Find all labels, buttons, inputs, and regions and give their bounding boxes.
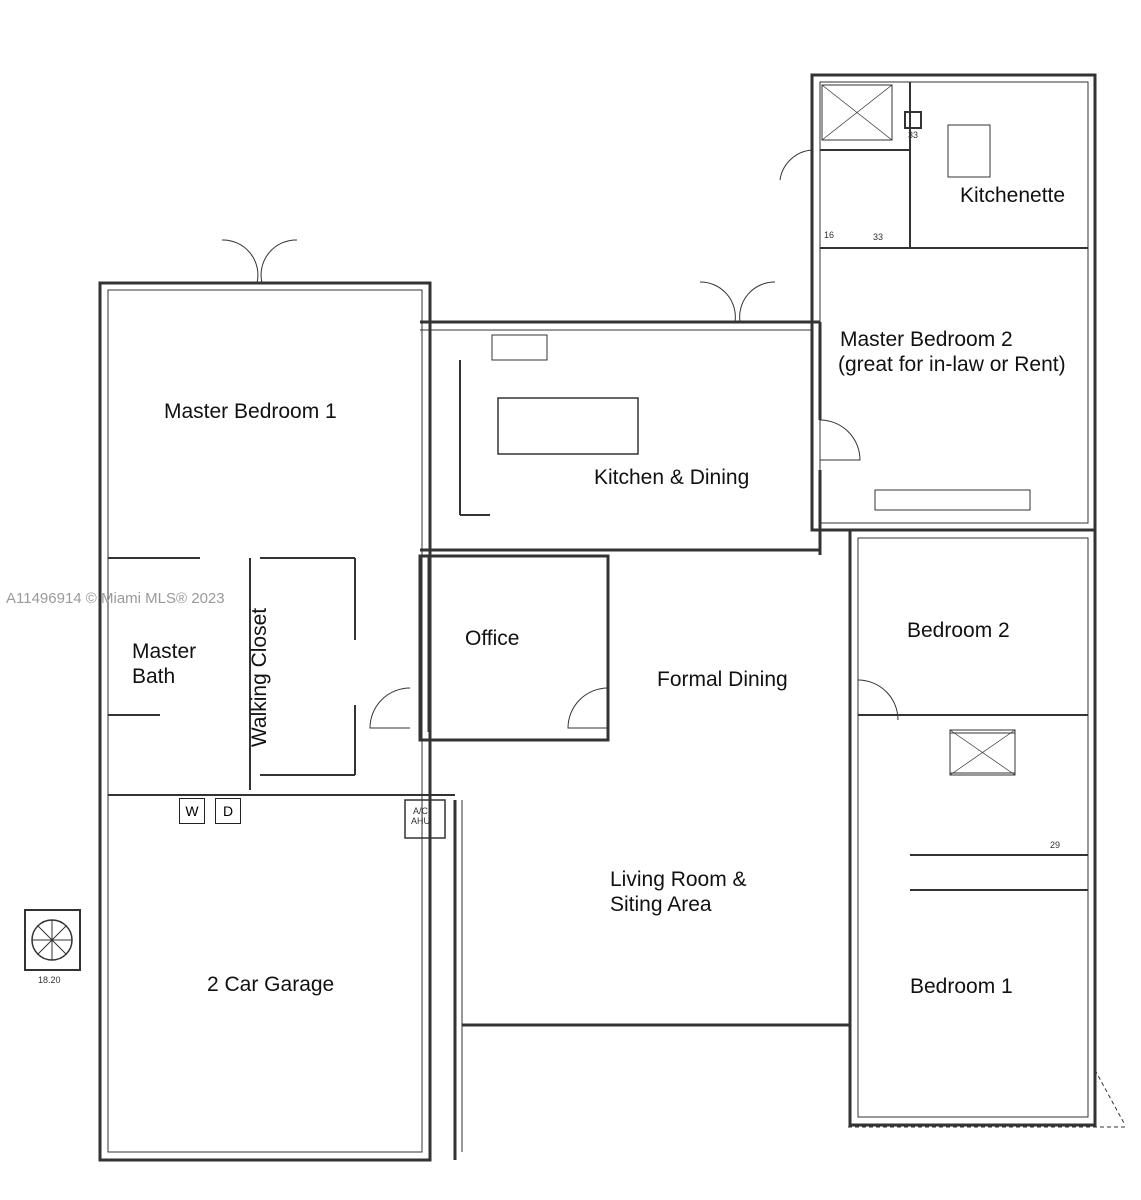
- ac-label: A/C: [413, 806, 429, 816]
- room-label-master-bedroom-2: Master Bedroom 2: [840, 328, 1013, 351]
- left-wing-walls: [98, 281, 463, 1162]
- shower-icon: [821, 84, 893, 141]
- room-label-formal-dining: Formal Dining: [657, 668, 788, 691]
- room-label-garage: 2 Car Garage: [207, 973, 335, 996]
- room-label-master-bath-2: Bath: [132, 665, 176, 688]
- room-label-bedroom-1: Bedroom 1: [910, 975, 1013, 998]
- dryer-icon: D: [215, 798, 241, 824]
- room-label-kitchenette: Kitchenette: [960, 184, 1066, 207]
- bath-sink-size-label: 29: [1050, 840, 1061, 850]
- central-walls: [221, 239, 861, 1027]
- room-label-living-2: Siting Area: [610, 893, 712, 916]
- toilet-icon: [904, 111, 922, 129]
- room-label-master-bedroom-1: Master Bedroom 1: [164, 400, 337, 423]
- ac-ahu-box: [404, 799, 446, 839]
- toilet-size-label: 33: [908, 130, 919, 140]
- ac-size-label: 18.20: [38, 975, 61, 985]
- shower-icon-2: [949, 729, 1016, 776]
- ac-condenser-icon: [24, 909, 81, 971]
- fixture-label: 16: [824, 230, 835, 240]
- room-label-walking-closet: Walking Closet: [248, 607, 272, 748]
- sink-size-label: 33: [873, 232, 884, 242]
- room-label-office: Office: [465, 627, 520, 650]
- ahu-label: AHU: [411, 816, 431, 826]
- room-label-kitchen-dining: Kitchen & Dining: [594, 466, 750, 489]
- room-label-master-bedroom-2-note: (great for in-law or Rent): [838, 353, 1066, 376]
- room-label-bedroom-2: Bedroom 2: [907, 619, 1010, 642]
- watermark: A11496914 © Miami MLS® 2023: [6, 590, 225, 607]
- room-label-master-bath-1: Master: [132, 640, 197, 663]
- washer-icon: W: [179, 798, 205, 824]
- room-label-living-1: Living Room &: [610, 868, 747, 891]
